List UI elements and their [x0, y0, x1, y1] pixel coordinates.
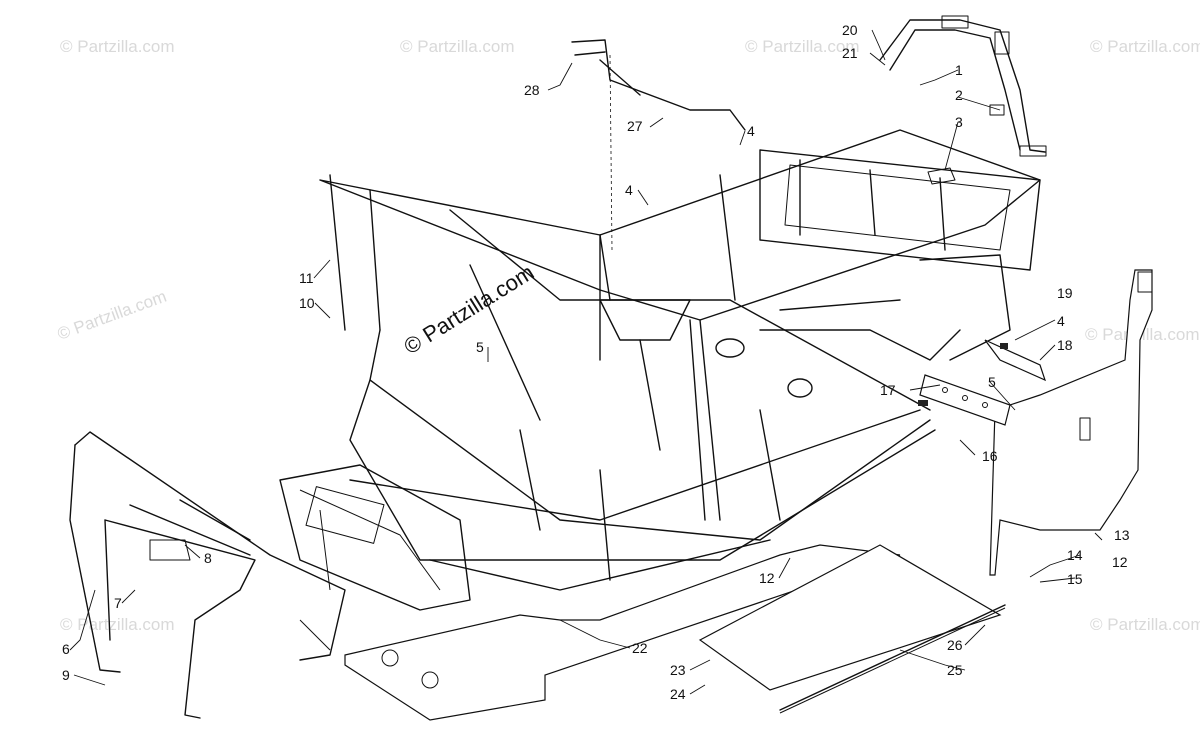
- skid-plates-drawing: [344, 544, 1006, 721]
- callout-6: 6: [62, 641, 70, 657]
- callout-12-center: 12: [759, 570, 775, 586]
- callout-18: 18: [1057, 337, 1073, 353]
- callout-14: 14: [1067, 547, 1083, 563]
- watermark-tile: © Partzilla.com: [745, 37, 860, 56]
- callout-21: 21: [842, 45, 858, 61]
- right-brackets-drawing: [918, 339, 1046, 426]
- callout-2: 2: [955, 87, 963, 103]
- main-frame-drawing: [279, 129, 1041, 611]
- watermark-tile: © Partzilla.com: [1090, 37, 1200, 56]
- callout-15: 15: [1067, 571, 1083, 587]
- watermark-tile: © Partzilla.com: [400, 37, 515, 56]
- callout-9: 9: [62, 667, 70, 683]
- front-bumper-drawing: [69, 431, 346, 719]
- watermark-tile: © Partzilla.com: [60, 615, 175, 634]
- callout-25: 25: [947, 662, 963, 678]
- watermark-tile: © Partzilla.com: [1090, 615, 1200, 634]
- callout-3: 3: [955, 114, 963, 130]
- callout-10: 10: [299, 295, 315, 311]
- callout-13: 13: [1114, 527, 1130, 543]
- callout-26: 26: [947, 637, 963, 653]
- callout-4-right: 4: [1057, 313, 1065, 329]
- callout-7: 7: [114, 595, 122, 611]
- callout-8: 8: [204, 550, 212, 566]
- watermark-tile: © Partzilla.com: [60, 37, 175, 56]
- callout-5-left: 5: [476, 339, 484, 355]
- leader-lines: [69, 29, 1103, 695]
- rear-upper-bar-drawing: [571, 39, 746, 251]
- callout-17: 17: [880, 382, 896, 398]
- callout-11: 11: [299, 270, 314, 286]
- callout-1: 1: [955, 62, 963, 78]
- right-side-panel-drawing: [989, 269, 1153, 576]
- callout-4-top: 4: [747, 123, 755, 139]
- rear-hoop-drawing: [879, 15, 1047, 157]
- callout-27: 27: [627, 118, 643, 134]
- callout-12-right: 12: [1112, 554, 1128, 570]
- callout-5-right: 5: [988, 374, 996, 390]
- watermark-center: © Partzilla.com: [399, 259, 538, 359]
- callout-19: 19: [1057, 285, 1073, 301]
- callout-20: 20: [842, 22, 858, 38]
- callout-labels: 1 2 3 4 4 4 5 5 6 7 8 9 10 11 12 12 13 1…: [62, 22, 1130, 702]
- small-parts-drawing: [927, 104, 1005, 185]
- callout-16: 16: [982, 448, 998, 464]
- watermark-tile: © Partzilla.com: [55, 287, 169, 344]
- callout-4-mid: 4: [625, 182, 633, 198]
- callout-23: 23: [670, 662, 686, 678]
- callout-28: 28: [524, 82, 540, 98]
- callout-24: 24: [670, 686, 686, 702]
- callout-22: 22: [632, 640, 648, 656]
